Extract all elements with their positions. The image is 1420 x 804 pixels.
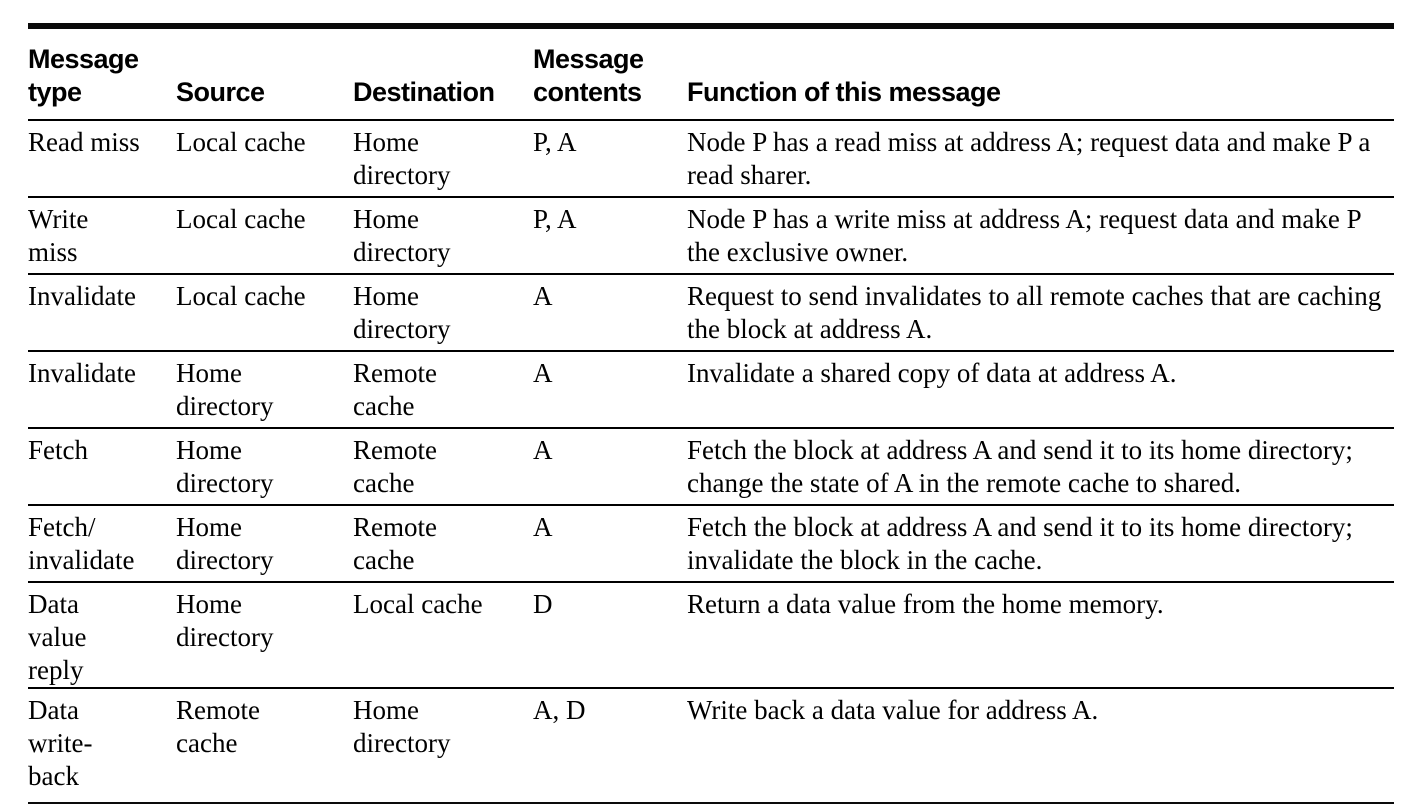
cell-message-contents: P, A bbox=[533, 197, 687, 275]
cell-message-contents: P, A bbox=[533, 120, 687, 198]
table-row-invalidate-local: Invalidate Local cache Home directory A … bbox=[28, 274, 1394, 352]
cell-function: Request to send invalidates to all remot… bbox=[687, 274, 1394, 352]
cell-message-contents: A bbox=[533, 274, 687, 352]
cell-destination: Remote cache bbox=[353, 428, 533, 506]
column-header-message-type: Message type bbox=[28, 26, 176, 121]
cell-source: Home directory bbox=[176, 351, 353, 429]
column-header-message-contents: Message contents bbox=[533, 26, 687, 121]
cell-message-contents: A, D bbox=[533, 695, 586, 725]
cell-message-type: Data write- back bbox=[28, 695, 93, 791]
cell-function: Fetch the block at address A and send it… bbox=[687, 428, 1394, 506]
table-row-read-miss: Read miss Local cache Home directory P, … bbox=[28, 120, 1394, 198]
table-row-write-miss: Write miss Local cache Home directory P,… bbox=[28, 197, 1394, 275]
cell-message-type: Read miss bbox=[28, 120, 176, 198]
table-row-fetch: Fetch Home directory Remote cache A Fetc… bbox=[28, 428, 1394, 506]
cell-source: Local cache bbox=[176, 120, 353, 198]
cell-function: Node P has a read miss at address A; req… bbox=[687, 120, 1394, 198]
cell-source: Home directory bbox=[176, 505, 353, 583]
table-row-fetch-invalidate: Fetch/ invalidate Home directory Remote … bbox=[28, 505, 1394, 583]
cell-destination: Home directory bbox=[353, 120, 533, 198]
cell-destination: Home directory bbox=[353, 695, 451, 758]
cell-message-type: Data value reply bbox=[28, 582, 176, 689]
cell-message-contents: A bbox=[533, 428, 687, 506]
column-header-destination: Destination bbox=[353, 26, 533, 121]
cell-destination: Remote cache bbox=[353, 351, 533, 429]
cell-source: Local cache bbox=[176, 274, 353, 352]
cell-message-contents: D bbox=[533, 582, 687, 689]
cell-function: Return a data value from the home memory… bbox=[687, 582, 1394, 689]
header-row: Message type Source Destination Message … bbox=[28, 26, 1394, 121]
cell-message-type: Write miss bbox=[28, 197, 176, 275]
cell-message-type: Invalidate bbox=[28, 274, 176, 352]
message-table: Message type Source Destination Message … bbox=[28, 23, 1394, 804]
cell-destination: Remote cache bbox=[353, 505, 533, 583]
column-header-source: Source bbox=[176, 26, 353, 121]
table-row-invalidate-home: Invalidate Home directory Remote cache A… bbox=[28, 351, 1394, 429]
cell-function: Write back a data value for address A. bbox=[687, 695, 1099, 725]
cell-source: Local cache bbox=[176, 197, 353, 275]
cell-message-type: Fetch bbox=[28, 428, 176, 506]
cell-destination: Home directory bbox=[353, 274, 533, 352]
cell-source: Home directory bbox=[176, 428, 353, 506]
cell-function: Fetch the block at address A and send it… bbox=[687, 505, 1394, 583]
cell-message-contents: A bbox=[533, 505, 687, 583]
cell-source: Home directory bbox=[176, 582, 353, 689]
cell-destination: Home directory bbox=[353, 197, 533, 275]
cell-message-type: Fetch/ invalidate bbox=[28, 505, 176, 583]
cell-message-type: Invalidate bbox=[28, 351, 176, 429]
cell-function: Invalidate a shared copy of data at addr… bbox=[687, 351, 1394, 429]
cell-source: Remote cache bbox=[176, 695, 260, 758]
cell-destination: Local cache bbox=[353, 582, 533, 689]
cell-function: Node P has a write miss at address A; re… bbox=[687, 197, 1394, 275]
cell-message-contents: A bbox=[533, 351, 687, 429]
table-row-data-value-reply: Data value reply Home directory Local ca… bbox=[28, 582, 1394, 689]
table-row-data-write-back: Data write- back Remote cache Home direc… bbox=[28, 688, 1394, 804]
column-header-function: Function of this message bbox=[687, 26, 1394, 121]
